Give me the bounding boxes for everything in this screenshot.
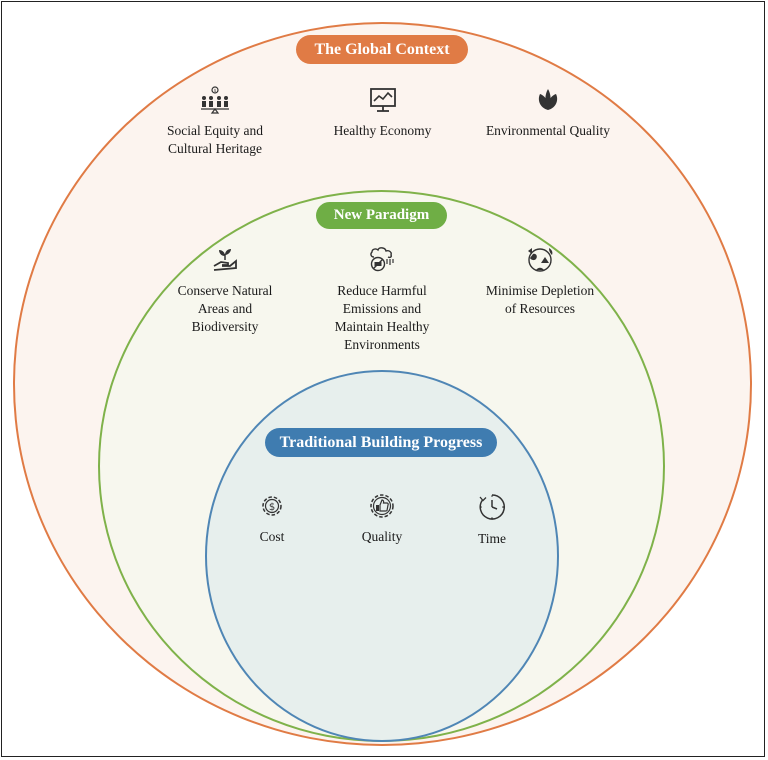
minimise-depletion-label: Minimise Depletion of Resources — [485, 283, 595, 316]
traditional-building-title: Traditional Building Progress — [265, 428, 497, 457]
cost-item: $ Cost — [242, 492, 302, 546]
healthy-economy-label: Healthy Economy — [333, 123, 432, 138]
svg-text:$: $ — [214, 88, 217, 93]
social-equity-label: Social Equity and Cultural Heritage — [167, 123, 263, 156]
svg-text:$: $ — [269, 502, 275, 513]
healthy-economy-item: Healthy Economy — [315, 86, 450, 140]
earth-resources-icon — [528, 248, 553, 272]
people-equity-icon: $ — [201, 86, 229, 114]
conserve-natural-item: Conserve Natural Areas and Biodiversity — [160, 246, 290, 336]
time-label: Time — [477, 531, 506, 546]
clock-icon — [479, 494, 505, 520]
traditional-building-circle — [205, 370, 559, 742]
cloud-emissions-icon — [370, 247, 394, 272]
quality-label: Quality — [361, 529, 403, 544]
reduce-emissions-item: Reduce Harmful Emissions and Maintain He… — [312, 246, 452, 354]
environmental-quality-item: Environmental Quality — [472, 86, 624, 140]
hand-plant-icon — [213, 249, 237, 271]
leaves-icon — [538, 89, 558, 110]
gear-dollar-icon: $ — [262, 496, 282, 516]
new-paradigm-title: New Paradigm — [316, 202, 447, 229]
conserve-natural-label: Conserve Natural Areas and Biodiversity — [177, 283, 273, 334]
reduce-emissions-label: Reduce Harmful Emissions and Maintain He… — [334, 283, 430, 352]
global-context-title: The Global Context — [296, 35, 468, 64]
social-equity-item: $ Social Equity and Cultural Heritage — [150, 86, 280, 158]
quality-item: Quality — [346, 492, 418, 546]
gear-thumbs-up-icon — [370, 494, 394, 518]
minimise-depletion-item: Minimise Depletion of Resources — [470, 246, 610, 318]
cost-label: Cost — [259, 529, 285, 544]
environmental-quality-label: Environmental Quality — [485, 123, 611, 138]
time-item: Time — [462, 492, 522, 548]
economy-chart-icon — [369, 88, 396, 112]
